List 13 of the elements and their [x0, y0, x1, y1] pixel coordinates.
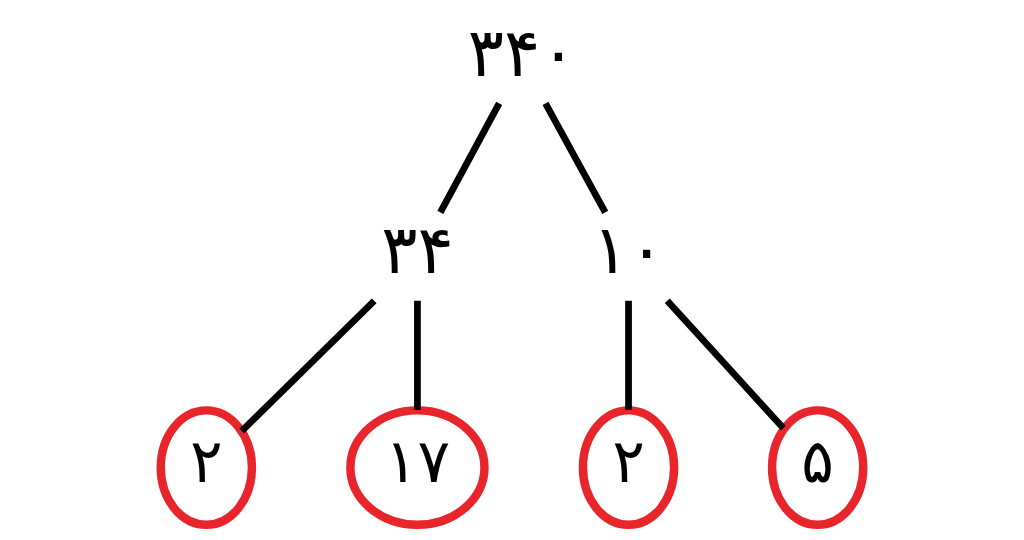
connector	[625, 300, 632, 411]
node-ellipse: ۲	[578, 406, 679, 529]
node-text: ۱۰	[592, 210, 665, 290]
node-text: ۳۴	[381, 210, 454, 290]
connector	[414, 300, 421, 411]
node-ellipse: ۲	[156, 406, 257, 529]
connector	[239, 298, 377, 434]
connector	[437, 101, 503, 214]
node-text: ۳۴۰	[467, 12, 577, 92]
connector	[542, 101, 609, 214]
node-ellipse: ۱۷	[346, 406, 489, 529]
connector	[664, 298, 786, 431]
node-ellipse: ۵	[767, 406, 868, 529]
